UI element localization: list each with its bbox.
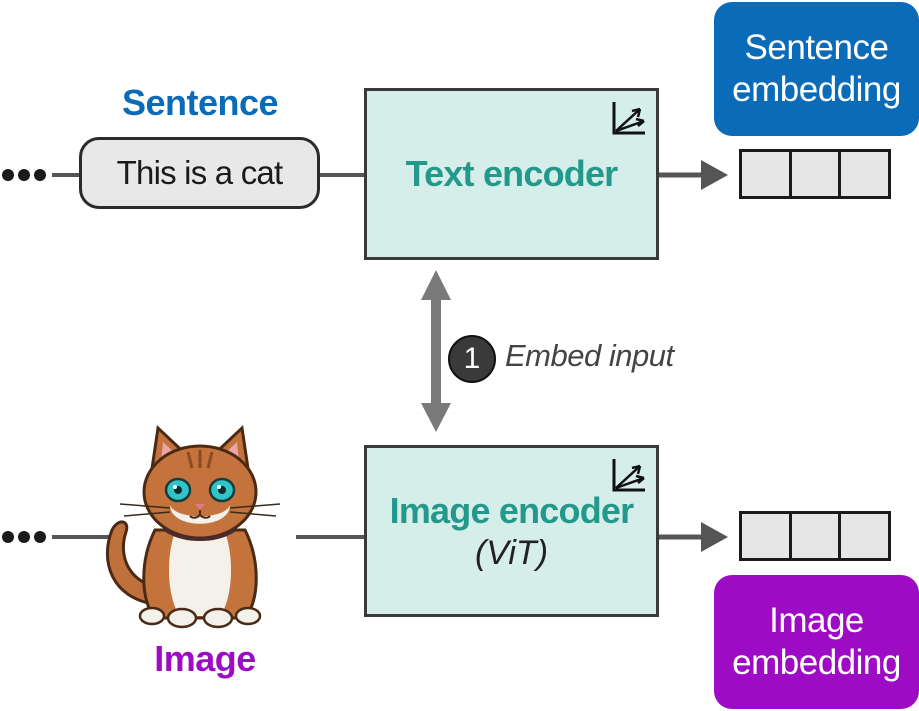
image-embedding-line1: Image [769, 601, 864, 640]
step-number-badge: 1 [448, 335, 496, 383]
double-arrow-vertical [421, 270, 451, 432]
sentence-label: Sentence [121, 82, 279, 123]
vector-cell [742, 514, 789, 558]
ellipsis-dots-top [2, 169, 46, 181]
step-label: Embed input [505, 338, 674, 373]
image-embedding-vector [739, 511, 891, 561]
sentence-text: This is a cat [116, 154, 283, 191]
image-label: Image [154, 638, 256, 679]
arrow-image-encoder-output [659, 522, 728, 552]
sentence-embedding-line2: embedding [732, 70, 901, 109]
image-embedding-badge: Image embedding [714, 575, 919, 709]
vector-cell [788, 152, 839, 196]
pixel-cat-image [105, 424, 281, 629]
arrow-text-encoder-output [659, 160, 728, 190]
text-encoder-box: Text encoder [364, 88, 659, 260]
image-encoder-box: Image encoder (ViT) [364, 445, 659, 617]
sentence-embedding-badge: Sentence embedding [714, 2, 919, 136]
sentence-embedding-vector [739, 149, 891, 199]
axes-vector-icon [612, 459, 645, 492]
image-encoder-title: Image encoder [389, 489, 635, 531]
ellipsis-dots-bottom [2, 531, 46, 543]
vector-cell [788, 514, 839, 558]
vector-cell [838, 514, 889, 558]
vector-cell [742, 152, 789, 196]
sentence-embedding-line1: Sentence [744, 28, 889, 67]
image-encoder-subtitle: (ViT) [474, 533, 549, 572]
vector-cell [838, 152, 889, 196]
sentence-input: This is a cat [79, 137, 320, 209]
axes-vector-icon [612, 102, 645, 135]
image-embedding-line2: embedding [732, 643, 901, 682]
text-encoder-title: Text encoder [405, 153, 619, 194]
